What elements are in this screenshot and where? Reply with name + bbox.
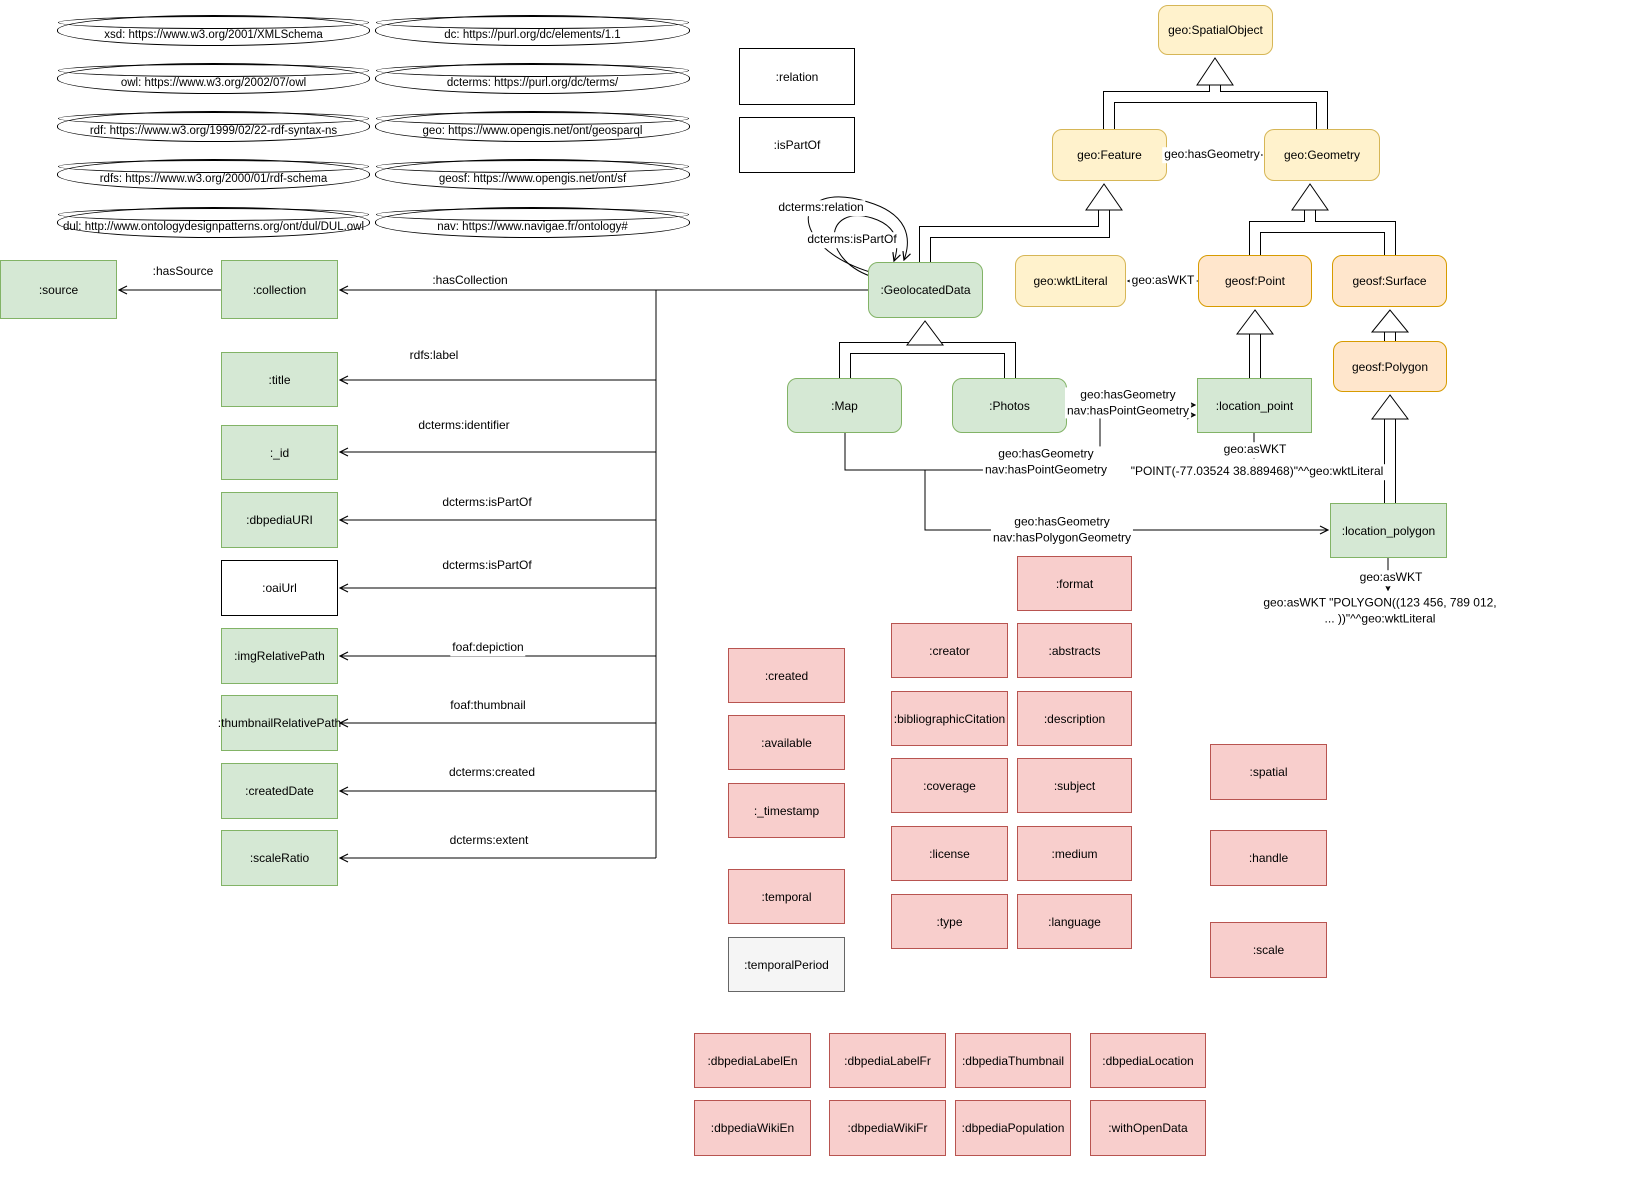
edge-label-dcterms-identifier: dcterms:identifier	[416, 418, 512, 434]
namespace-dul: dul: http://www.ontologydesignpatterns.o…	[57, 207, 370, 238]
node-geolocateddata: :GeolocatedData	[868, 262, 983, 318]
node-dbpedialabelen: :dbpediaLabelEn	[694, 1033, 811, 1088]
literal-point-wkt: "POINT(-77.03524 38.889468)"^^geo:wktLit…	[1128, 464, 1386, 480]
node-description: :description	[1017, 691, 1132, 746]
edge-label-hassource: :hasSource	[150, 264, 216, 280]
edge-label-geo-hasgeometry: geo:hasGeometry	[1162, 147, 1262, 163]
node-photos: :Photos	[952, 378, 1067, 433]
node-id: :_id	[221, 425, 338, 480]
node-dbpedialabelfr: :dbpediaLabelFr	[829, 1033, 946, 1088]
node-oaiurl: :oaiUrl	[221, 560, 338, 616]
edge-label-dcterms-relation-loop: dcterms:relation	[776, 200, 866, 216]
edge-label-foaf-thumbnail: foaf:thumbnail	[448, 698, 528, 714]
node-geo-wktliteral: geo:wktLiteral	[1015, 255, 1126, 307]
node-location-point: :location_point	[1197, 378, 1312, 433]
namespace-dc: dc: https://purl.org/dc/elements/1.1	[375, 15, 690, 46]
literal-polygon-wkt: geo:asWKT "POLYGON((123 456, 789 012, ..…	[1257, 595, 1503, 627]
node-title: :title	[221, 352, 338, 407]
node-dbpediauri: :dbpediaURI	[221, 492, 338, 548]
edge-label-dcterms-ispartof-loop: dcterms:isPartOf	[805, 232, 899, 248]
node-dbpedialocation: :dbpediaLocation	[1090, 1033, 1206, 1088]
namespace-rdfs: rdfs: https://www.w3.org/2000/01/rdf-sch…	[57, 159, 370, 190]
node-timestamp: :_timestamp	[728, 783, 845, 838]
namespace-xsd: xsd: https://www.w3.org/2001/XMLSchema	[57, 15, 370, 46]
namespace-geo: geo: https://www.opengis.net/ont/geospar…	[375, 111, 690, 142]
node-withopendata: :withOpenData	[1090, 1100, 1206, 1156]
node-dbpediawikifr: :dbpediaWikiFr	[829, 1100, 946, 1156]
namespace-geosf: geosf: https://www.opengis.net/ont/sf	[375, 159, 690, 190]
node-subject: :subject	[1017, 758, 1132, 813]
node-available: :available	[728, 715, 845, 770]
node-geosf-point: geosf:Point	[1198, 255, 1312, 307]
edge-label-foaf-depiction: foaf:depiction	[450, 640, 526, 656]
namespace-rdf: rdf: https://www.w3.org/1999/02/22-rdf-s…	[57, 111, 370, 142]
node-creator: :creator	[891, 623, 1008, 678]
node-imgrelativepath: :imgRelativePath	[221, 628, 338, 684]
edge-label-map-geometry: geo:hasGeometry nav:hasPointGeometry	[982, 446, 1110, 478]
edge-label-geo-aswkt-literal: geo:asWKT	[1129, 273, 1197, 289]
node-temporalperiod: :temporalPeriod	[728, 937, 845, 992]
node-bibliographiccitation: :bibliographicCitation	[891, 691, 1008, 746]
node-scaleratio: :scaleRatio	[221, 830, 338, 886]
node-geo-feature: geo:Feature	[1052, 129, 1167, 181]
edge-label-hascollection: :hasCollection	[430, 273, 510, 289]
node-temporal: :temporal	[728, 869, 845, 924]
node-language: :language	[1017, 894, 1132, 949]
edge-label-polygon-geometry: geo:hasGeometry nav:hasPolygonGeometry	[990, 514, 1134, 546]
node-dbpediapopulation: :dbpediaPopulation	[955, 1100, 1071, 1156]
edge-label-dcterms-ispartof-dbpediauri: dcterms:isPartOf	[440, 495, 534, 511]
node-handle: :handle	[1210, 830, 1327, 886]
node-geo-geometry: geo:Geometry	[1264, 129, 1380, 181]
node-format: :format	[1017, 556, 1132, 611]
node-collection: :collection	[221, 260, 338, 319]
node-dbpediawikien: :dbpediaWikiEn	[694, 1100, 811, 1156]
edge-label-dcterms-ispartof-oaiurl: dcterms:isPartOf	[440, 558, 534, 574]
node-geosf-surface: geosf:Surface	[1332, 255, 1447, 307]
node-created: :created	[728, 648, 845, 703]
node-source: :source	[0, 260, 117, 319]
node-scale: :scale	[1210, 922, 1327, 978]
node-license: :license	[891, 826, 1008, 881]
node-createddate: :createdDate	[221, 763, 338, 819]
node-map: :Map	[787, 378, 902, 433]
edge-label-dcterms-extent: dcterms:extent	[447, 833, 531, 849]
node-geosf-polygon: geosf:Polygon	[1333, 341, 1447, 392]
node-spatial: :spatial	[1210, 744, 1327, 800]
node-medium: :medium	[1017, 826, 1132, 881]
node-type: :type	[891, 894, 1008, 949]
node-coverage: :coverage	[891, 758, 1008, 813]
namespace-dcterms: dcterms: https://purl.org/dc/terms/	[375, 63, 690, 94]
edge-label-geo-aswkt-polygon: geo:asWKT	[1357, 570, 1425, 586]
namespace-nav: nav: https://www.navigae.fr/ontology#	[375, 207, 690, 238]
node-geo-spatialobject: geo:SpatialObject	[1158, 5, 1273, 55]
edge-label-dcterms-created: dcterms:created	[446, 765, 538, 781]
node-location-polygon: :location_polygon	[1330, 503, 1447, 558]
node-thumbnailrelativepath: :thumbnailRelativePath	[218, 695, 341, 751]
namespace-owl: owl: https://www.w3.org/2002/07/owl	[57, 63, 370, 94]
node-abstracts: :abstracts	[1017, 623, 1132, 678]
edge-label-photos-geometry: geo:hasGeometry nav:hasPointGeometry	[1064, 387, 1192, 419]
edge-label-geo-aswkt-point: geo:asWKT	[1221, 442, 1289, 458]
node-relation: :relation	[739, 48, 855, 105]
edge-label-rdfs-label: rdfs:label	[407, 348, 461, 364]
node-ispartof: :isPartOf	[739, 117, 855, 173]
node-dbpediathumbnail: :dbpediaThumbnail	[955, 1033, 1071, 1088]
